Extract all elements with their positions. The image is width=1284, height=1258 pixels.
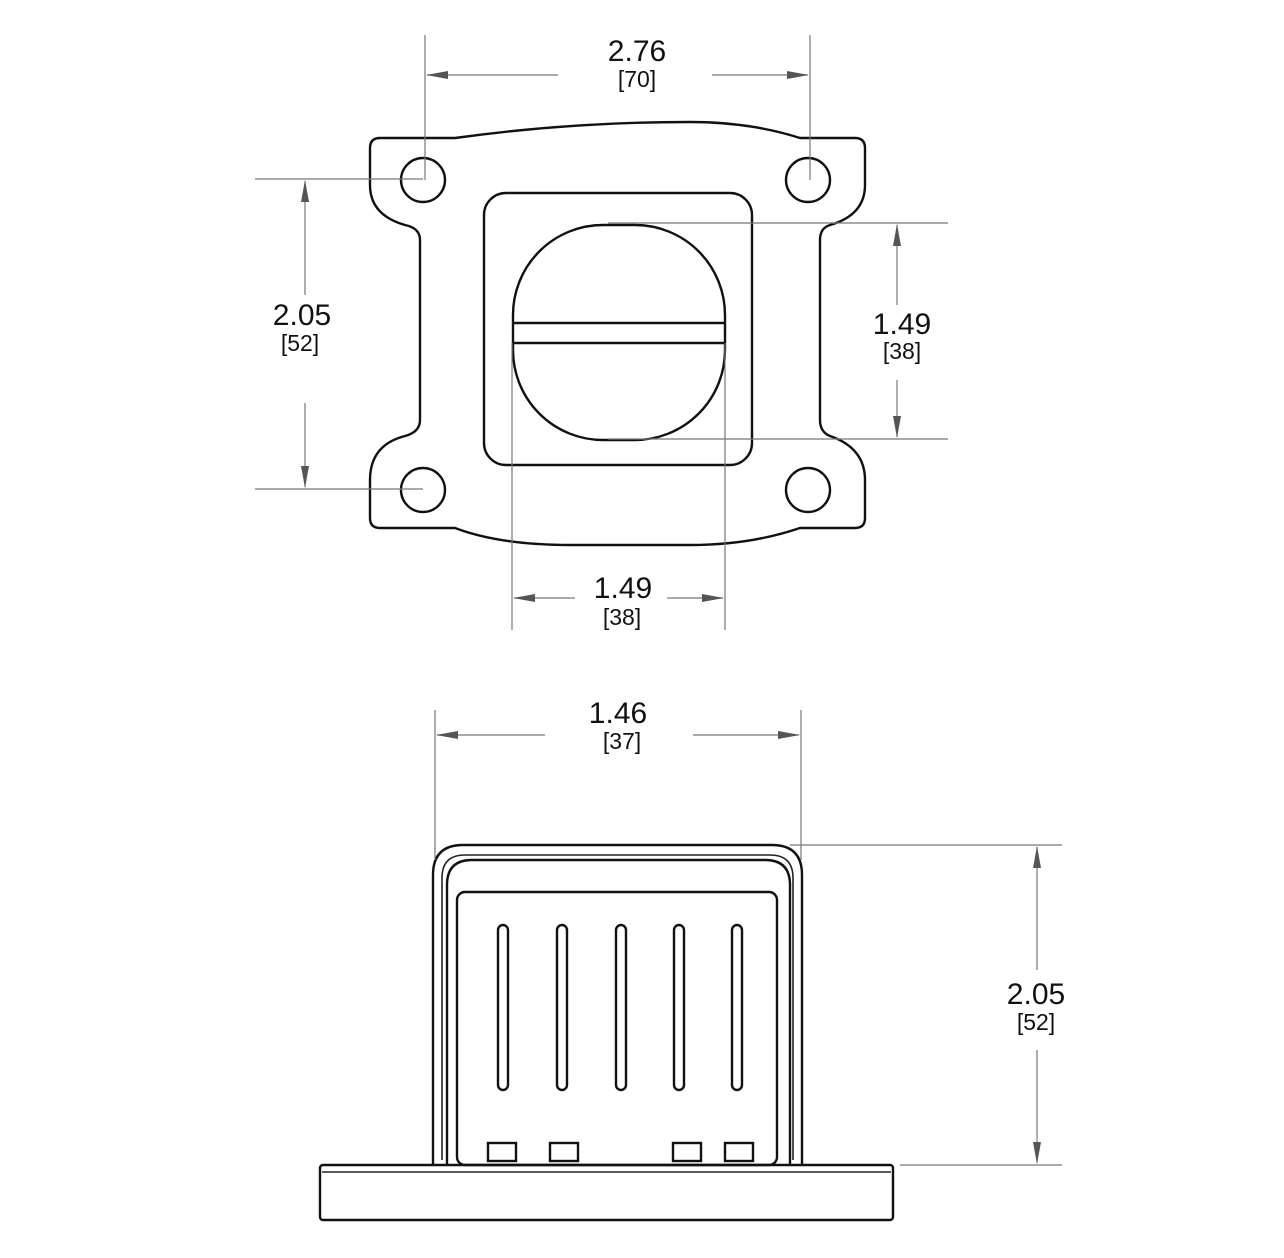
dim-metric: [52] (1017, 1009, 1055, 1035)
dim-value: 2.76 (608, 35, 666, 68)
tabs (486, 1141, 755, 1163)
dim-metric: [37] (603, 728, 641, 754)
bolt-hole (784, 156, 832, 204)
dim-metric: [70] (618, 66, 656, 92)
dimension-body-width: 1.46 [37] (434, 697, 802, 860)
top-view-gasket (368, 120, 867, 547)
dimension-port-width: 1.49 [38] (511, 343, 726, 630)
body-outline (431, 843, 804, 1165)
dimension-height: 2.05 [52] (790, 844, 1065, 1166)
base-plate (318, 1163, 895, 1222)
bolt-hole (399, 466, 447, 514)
dim-metric: [52] (281, 330, 319, 356)
gasket-outline (368, 120, 867, 547)
dim-metric: [38] (603, 604, 641, 630)
port-opening (511, 223, 727, 442)
dim-value: 1.49 (873, 308, 931, 341)
dim-value: 1.49 (594, 572, 652, 605)
inner-frame (482, 191, 754, 467)
slots (496, 923, 744, 1092)
bolt-hole (784, 466, 832, 514)
bolt-hole (399, 156, 447, 204)
dim-value: 2.05 (273, 299, 331, 332)
dim-value: 2.05 (1007, 978, 1065, 1011)
dimension-hole-spacing: 2.05 [52] (255, 178, 423, 490)
side-view-reed-block (318, 843, 895, 1222)
dimension-width-276: 2.76 [70] (424, 35, 811, 180)
dim-metric: [38] (883, 338, 921, 364)
dimension-port-height: 1.49 [38] (608, 222, 948, 440)
cage-panel (455, 890, 779, 1167)
dim-value: 1.46 (589, 697, 647, 730)
